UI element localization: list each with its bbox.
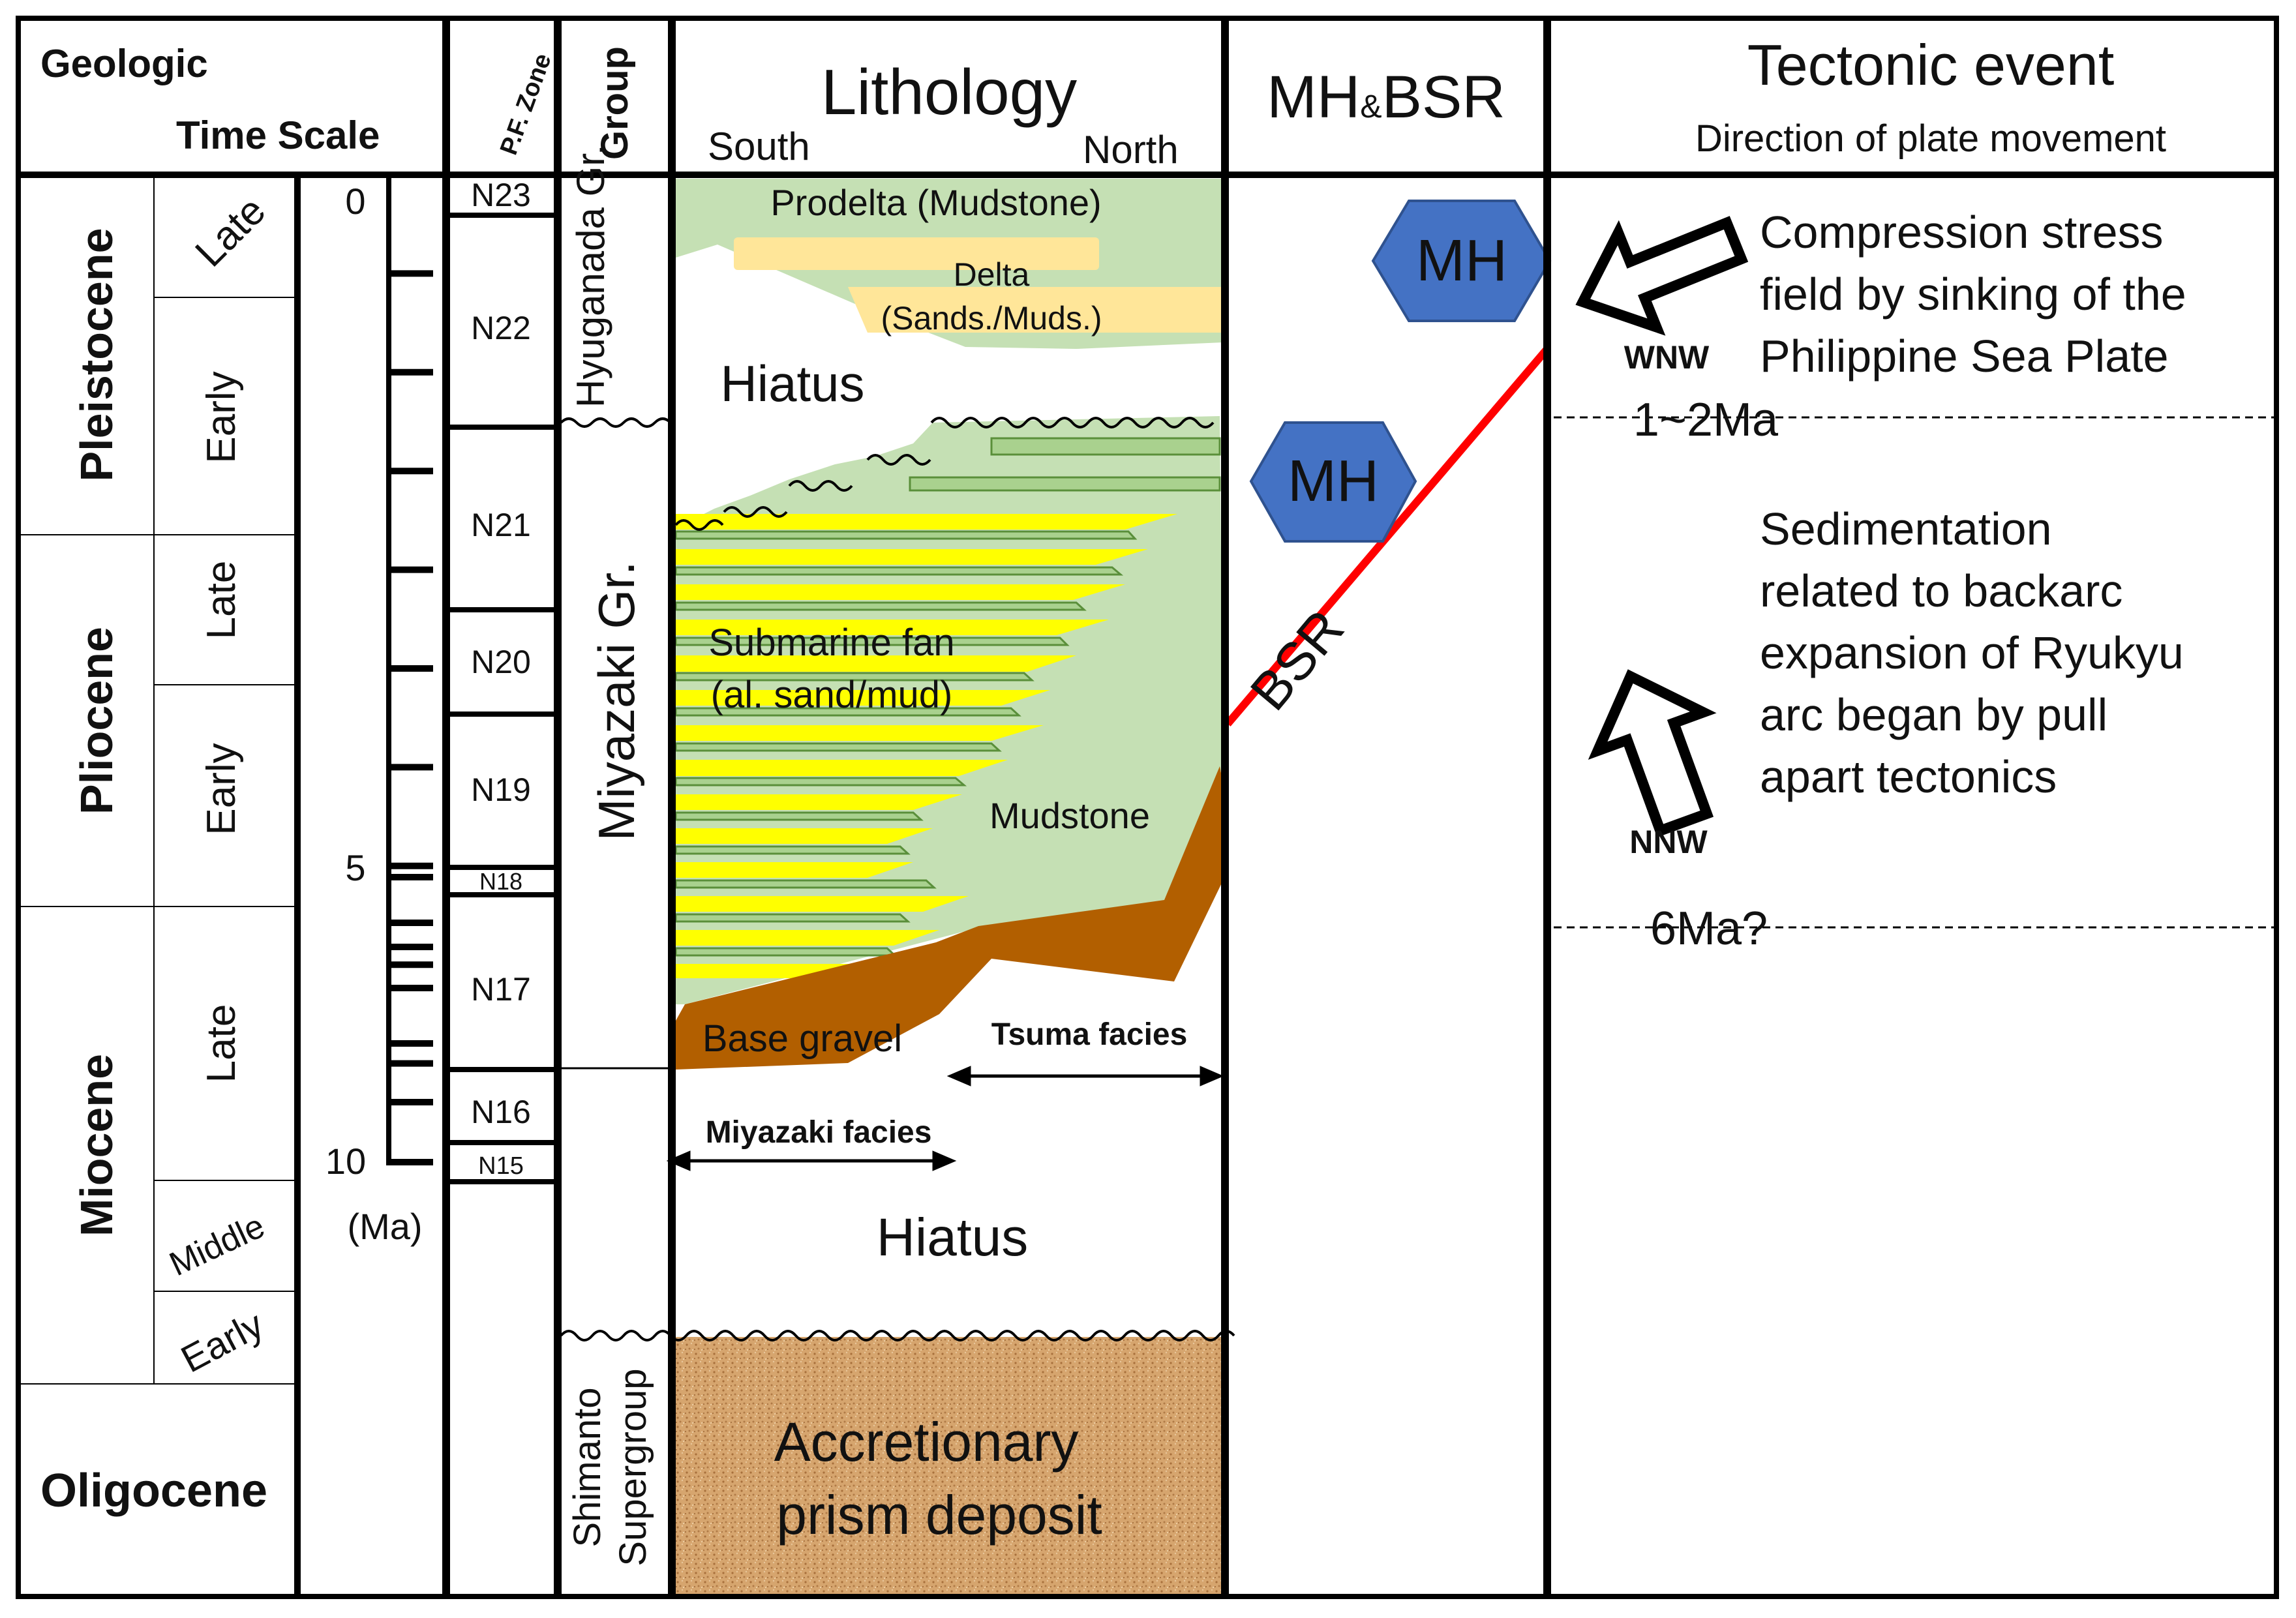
lith-accretionary-2: prism deposit: [776, 1484, 1102, 1546]
lith-tsuma-facies: Tsuma facies: [991, 1017, 1188, 1052]
lith-submarine-fan-2: (al. sand/mud): [711, 674, 953, 716]
group-miyazaki: Miyazaki Gr.: [588, 561, 645, 841]
header-mh-bsr: MH&BSR: [1267, 64, 1505, 130]
tick-label-5: 5: [345, 847, 365, 888]
lith-hiatus-lower: Hiatus: [877, 1208, 1028, 1267]
lith-accretionary-1: Accretionary: [774, 1411, 1079, 1473]
lith-mudstone: Mudstone: [989, 795, 1150, 836]
tick-label-0: 0: [345, 181, 365, 222]
lith-prodelta: Prodelta (Mudstone): [770, 182, 1101, 223]
tectonic-event2-line1: Sedimentation: [1760, 503, 2052, 554]
tectonic-event2-line4: arc began by pull: [1760, 689, 2107, 740]
sub-pleistocene-late: Late: [187, 188, 274, 275]
header-lithology: Lithology: [821, 56, 1077, 128]
accretionary-prism: [676, 1337, 1221, 1596]
hyuganada-unconformity: [560, 417, 672, 428]
pf-zone-n22: N22: [471, 310, 531, 346]
delta-sands: [734, 237, 1223, 333]
base-gravel-layer: [676, 766, 1223, 1070]
lith-base-gravel: Base gravel: [702, 1017, 902, 1060]
pf-zone-n23: N23: [471, 177, 531, 213]
tectonic-event1-line3: Philippine Sea Plate: [1760, 331, 2169, 382]
epoch-miocene: Miocene: [71, 1054, 122, 1236]
epoch-pleistocene: Pleistocene: [71, 228, 122, 481]
lith-delta-1: Delta: [954, 256, 1030, 293]
epoch-oligocene: Oligocene: [40, 1465, 267, 1517]
sand-tongues: [676, 514, 1177, 978]
tectonic-wnw-label: WNW: [1624, 339, 1710, 376]
time-unit-label: (Ma): [347, 1206, 422, 1247]
tectonic-event2-line5: apart tectonics: [1760, 751, 2057, 802]
tick-label-10: 10: [325, 1141, 366, 1182]
epoch-pliocene: Pliocene: [71, 627, 122, 815]
pf-zone-n16: N16: [471, 1094, 531, 1130]
pf-zone-n17: N17: [471, 971, 531, 1008]
header-south: South: [708, 125, 810, 168]
tectonic-event1-line1: Compression stress: [1760, 207, 2164, 258]
tectonic-event2-line2: related to backarc: [1760, 565, 2122, 616]
pf-zone-n19: N19: [471, 772, 531, 808]
tectonic-event2-line3: expansion of Ryukyu: [1760, 627, 2184, 678]
sub-miocene-late: Late: [199, 1004, 244, 1083]
header-pf-zone: P.F. Zone: [495, 50, 557, 158]
group-shimanto-1: Shimanto: [566, 1387, 609, 1547]
bsr-line: [1224, 346, 1550, 727]
mh-hexagon-lower: [1249, 421, 1417, 543]
sub-pliocene-early: Early: [199, 743, 244, 835]
mh-label-lower: MH: [1288, 449, 1379, 514]
mud-interbeds: [674, 437, 1221, 957]
pf-zone-n18: N18: [479, 868, 522, 895]
lith-hiatus-upper: Hiatus: [720, 355, 864, 412]
lith-miyazaki-facies: Miyazaki facies: [706, 1115, 932, 1150]
pf-zone-n21: N21: [471, 507, 531, 543]
arrow-nnw: [1588, 669, 1717, 838]
tsuma-facies-arrow: [946, 1066, 1224, 1086]
sub-miocene-middle: Middle: [164, 1207, 270, 1283]
header-north: North: [1083, 128, 1179, 172]
pf-zone-boundaries: [447, 213, 556, 1184]
group-shimanto-2: Supergroup: [612, 1368, 654, 1566]
header-tectonic: Tectonic event: [1747, 33, 2115, 97]
pf-zone-n20: N20: [471, 644, 531, 680]
header-tectonic-sub: Direction of plate movement: [1695, 117, 2166, 160]
miyazaki-facies-arrow: [666, 1150, 957, 1171]
lith-delta-2: (Sands./Muds.): [881, 300, 1102, 337]
tectonic-event1-line2: field by sinking of the: [1760, 269, 2186, 320]
mh-label-upper: MH: [1416, 228, 1507, 293]
lith-submarine-fan-1: Submarine fan: [708, 622, 954, 664]
sub-pliocene-late: Late: [199, 561, 244, 640]
tectonic-boundary-1: 1~2Ma: [1633, 394, 1779, 446]
tectonic-boundary-2: 6Ma?: [1650, 903, 1768, 955]
unconformity-upper: [674, 417, 1215, 531]
tectonic-nnw-label: NNW: [1629, 824, 1708, 860]
time-scale-ticks: [389, 270, 433, 1105]
sub-miocene-early: Early: [174, 1303, 270, 1381]
bsr-label: BSR: [1239, 599, 1355, 721]
header-geologic: Geologic: [40, 42, 208, 85]
pf-zone-n15: N15: [478, 1152, 524, 1180]
sub-pleistocene-early: Early: [199, 371, 244, 463]
group-hyuganada: Hyuganada Gr.: [569, 144, 612, 408]
header-group: Group: [594, 46, 636, 160]
arrow-wnw: [1575, 216, 1749, 336]
header-time-scale: Time Scale: [176, 113, 380, 157]
